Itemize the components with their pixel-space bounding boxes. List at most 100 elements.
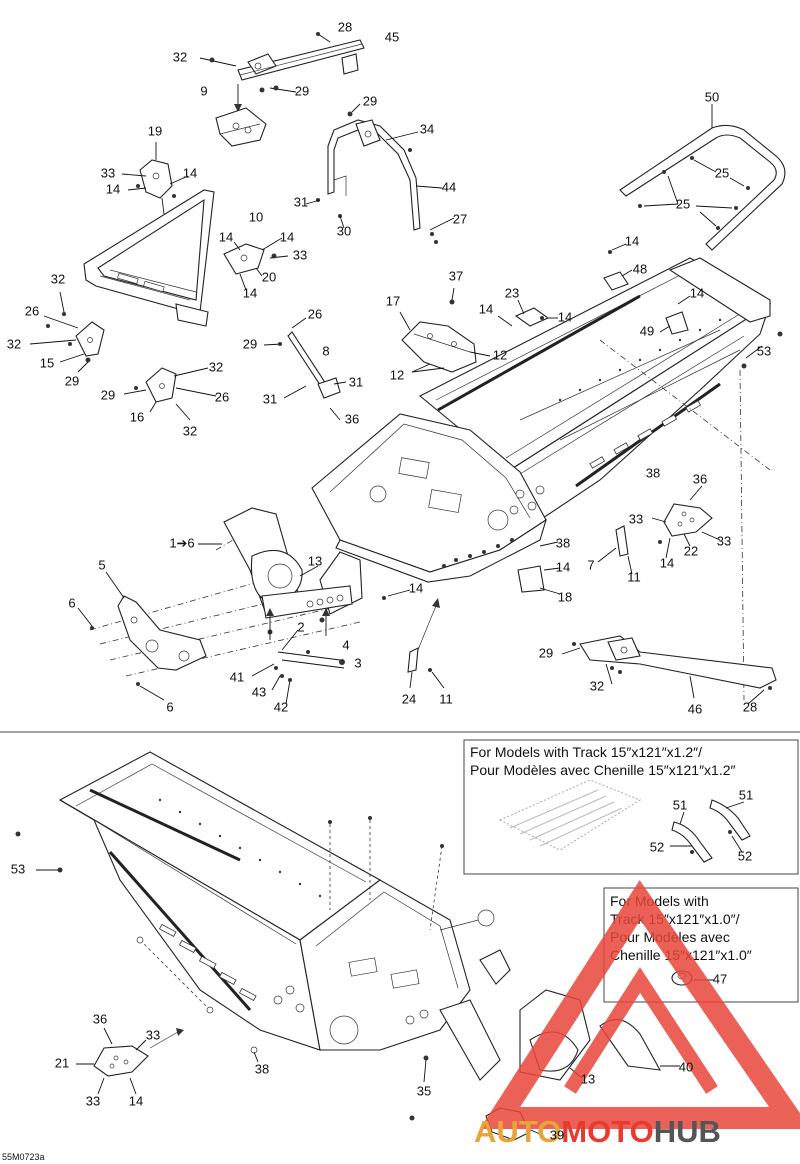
callout-51: 51 [673,797,687,812]
svg-text:AUTOMOTOHUB: AUTOMOTOHUB [474,1114,721,1149]
hardware-44 [305,103,455,244]
part-9-bracket [215,107,267,147]
callout-14: 14 [558,309,572,324]
watermark-hub: HUB [654,1114,721,1149]
callout-32: 32 [51,271,65,286]
callout-38: 38 [556,535,570,550]
callout-28: 28 [338,19,352,34]
callout-26: 26 [25,303,39,318]
callout-29: 29 [101,387,115,402]
tunnel-chassis-bottom [58,751,511,1081]
callout-29: 29 [539,645,553,660]
callout-1-6: 1➔6 [169,535,194,550]
note-track-1-2: For Models with Track 15″x121″x1.2″/ Pou… [463,739,799,875]
callout-3: 3 [354,655,361,670]
callout-25: 25 [715,165,729,180]
callout-53: 53 [11,861,25,876]
part-50-rear-bumper [619,104,786,251]
callout-40: 40 [679,1059,693,1074]
watermark-triangle [479,880,800,1129]
callout-49: 49 [640,323,654,338]
callout-43: 43 [252,684,266,699]
callout-19: 19 [148,123,162,138]
figure-code: 55M0723a [2,1152,45,1162]
callout-35: 35 [417,1083,431,1098]
callout-5: 5 [98,557,105,572]
callout-38: 38 [646,465,660,480]
note-1-line-2: Pour Modèles avec Chenille 15″x121″x1.2″ [470,762,736,778]
callout-25: 25 [676,196,690,211]
callout-41: 41 [230,669,244,684]
callout-36: 36 [345,411,359,426]
watermark-auto: AUTO [474,1114,561,1149]
callout-47: 47 [713,971,727,986]
callout-33: 33 [293,247,307,262]
callout-46: 46 [688,701,702,716]
callout-16: 16 [130,409,144,424]
callout-33: 33 [629,511,643,526]
part-19-bracket [121,142,189,215]
part-15-bracket [29,291,105,373]
callout-32: 32 [173,49,187,64]
callout-14: 14 [106,181,120,196]
callout-14: 14 [556,559,570,574]
callout-2: 2 [297,619,304,634]
hardware-tunnel-top [449,243,783,369]
part-8-rod [263,317,347,421]
callout-20: 20 [262,269,276,284]
callout-18: 18 [558,589,572,604]
callout-26: 26 [215,389,229,404]
hardware-front-lower [251,589,411,705]
callout-52: 52 [738,848,752,863]
callout-37: 37 [449,268,463,283]
callout-15: 15 [40,355,54,370]
part-10-a-frame [83,189,215,327]
hardware-top-bar [199,32,331,112]
callout-32: 32 [7,336,21,351]
callout-42: 42 [274,699,288,714]
callout-14: 14 [243,285,257,300]
callout-17: 17 [386,293,400,308]
callout-33: 33 [101,165,115,180]
callout-34: 34 [420,121,434,136]
callout-27: 27 [453,211,467,226]
callout-28: 28 [743,699,757,714]
part-17-bracket [399,311,491,373]
callout-4: 4 [342,637,349,652]
callout-8: 8 [322,343,329,358]
callout-29: 29 [243,336,257,351]
part-45-upper-bar [237,39,365,81]
callout-31: 31 [294,194,308,209]
callout-14: 14 [409,580,423,595]
callout-24: 24 [402,691,416,706]
callout-14: 14 [129,1093,143,1108]
callout-33: 33 [86,1093,100,1108]
callout-6: 6 [68,595,75,610]
callout-53: 53 [757,343,771,358]
callout-26: 26 [308,306,322,321]
callout-51: 51 [739,787,753,802]
hardware-bottom [15,816,495,1121]
watermark-logo: AUTOMOTOHUB [474,1114,721,1149]
callout-33: 33 [146,1027,160,1042]
callout-44: 44 [442,179,456,194]
callout-12: 12 [390,367,404,382]
callout-14: 14 [479,301,493,316]
callout-6: 6 [166,699,173,714]
callout-31: 31 [349,374,363,389]
callout-11: 11 [627,569,641,584]
callout-29: 29 [65,373,79,388]
callout-7: 7 [587,557,594,572]
callout-13: 13 [308,553,322,568]
callout-38: 38 [255,1061,269,1076]
callout-36: 36 [93,1011,107,1026]
callout-14: 14 [219,229,233,244]
callout-45: 45 [385,29,399,44]
note-1-line-1: For Models with Track 15″x121″x1.2″/ [470,744,702,760]
callout-10: 10 [249,209,263,224]
callout-14: 14 [183,165,197,180]
callout-29: 29 [363,93,377,108]
part-21-footrest-bracket [76,1027,184,1095]
